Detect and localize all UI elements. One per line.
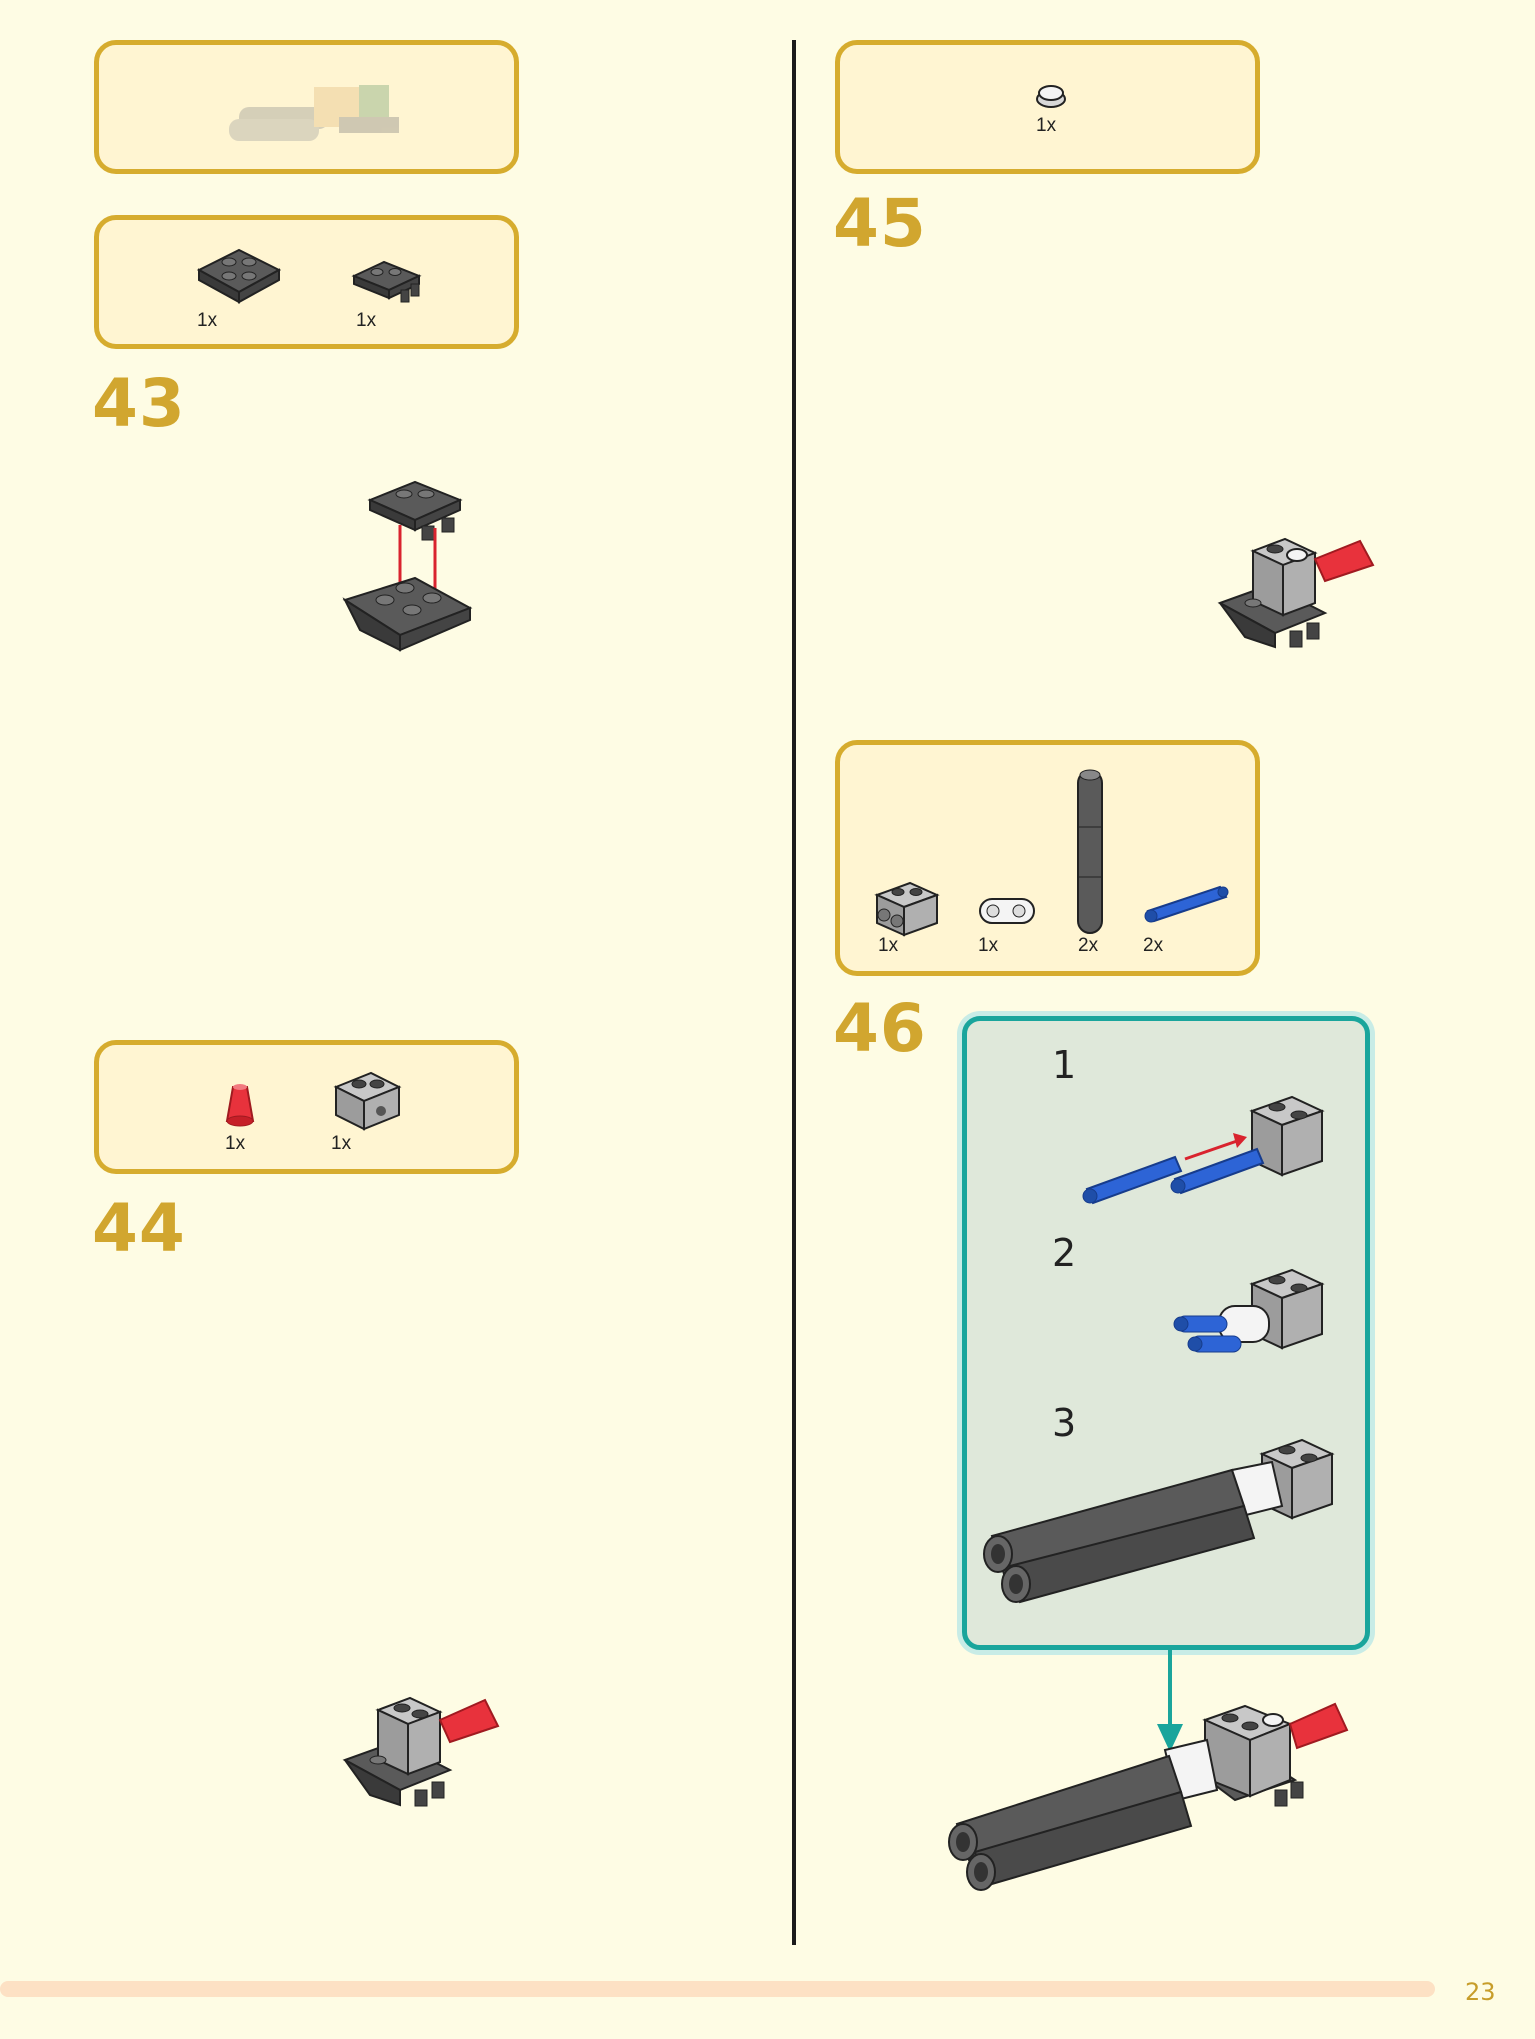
step-46-assembly-illustration (948, 1702, 1349, 1891)
step-number-45: 45 (833, 185, 927, 262)
step-number-44: 44 (92, 1190, 186, 1267)
dark-gray-curved-plate-icon (196, 248, 282, 304)
faded-blaster-preview-icon (229, 85, 399, 141)
part-qty: 1x (356, 310, 377, 331)
dark-gray-bar-icon (1077, 769, 1103, 934)
trans-red-cone-icon (225, 1084, 255, 1127)
part-qty: 2x (1078, 935, 1099, 956)
light-gray-technic-brick-icon (333, 1071, 402, 1131)
substep-2-illustration (1173, 1268, 1325, 1353)
footer-bar (0, 1981, 1435, 1997)
step-number-46: 46 (833, 990, 927, 1067)
step-46-parts-box: 1x 1x 2x 2x (835, 740, 1260, 976)
blue-axle-pin-icon (1144, 885, 1229, 923)
step-45-assembly-illustration (1217, 537, 1375, 649)
teal-down-arrow-icon (1157, 1648, 1183, 1752)
light-gray-technic-brick-2-holes-icon (874, 881, 940, 937)
substep-number-3: 3 (1052, 1401, 1077, 1445)
step-46-substeps-box: 1 2 3 (962, 1016, 1370, 1650)
part-qty: 1x (878, 935, 899, 956)
part-qty: 2x (1143, 935, 1164, 956)
substep-number-1: 1 (1052, 1043, 1077, 1087)
round-tile-icon (1036, 85, 1066, 108)
white-technic-liftarm-icon (979, 898, 1035, 924)
step-number-43: 43 (92, 365, 186, 442)
part-qty: 1x (1036, 115, 1057, 136)
overview-preview-box (94, 40, 519, 174)
step-44-parts-box: 1x 1x (94, 1040, 519, 1174)
step-44-assembly-illustration (342, 1696, 500, 1807)
substep-number-2: 2 (1052, 1231, 1077, 1275)
part-qty: 1x (978, 935, 999, 956)
column-divider (792, 40, 796, 1945)
substep-1-illustration (1082, 1095, 1325, 1205)
page-number: 23 (1465, 1978, 1496, 2006)
part-qty: 1x (197, 310, 218, 331)
step-43-assembly-illustration (342, 480, 473, 652)
part-qty: 1x (225, 1133, 246, 1154)
step-43-parts-box: 1x 1x (94, 215, 519, 349)
substep-3-illustration (983, 1438, 1335, 1604)
step-45-parts-box: 1x (835, 40, 1260, 174)
dark-gray-plate-with-clips-icon (351, 260, 422, 303)
part-qty: 1x (331, 1133, 352, 1154)
